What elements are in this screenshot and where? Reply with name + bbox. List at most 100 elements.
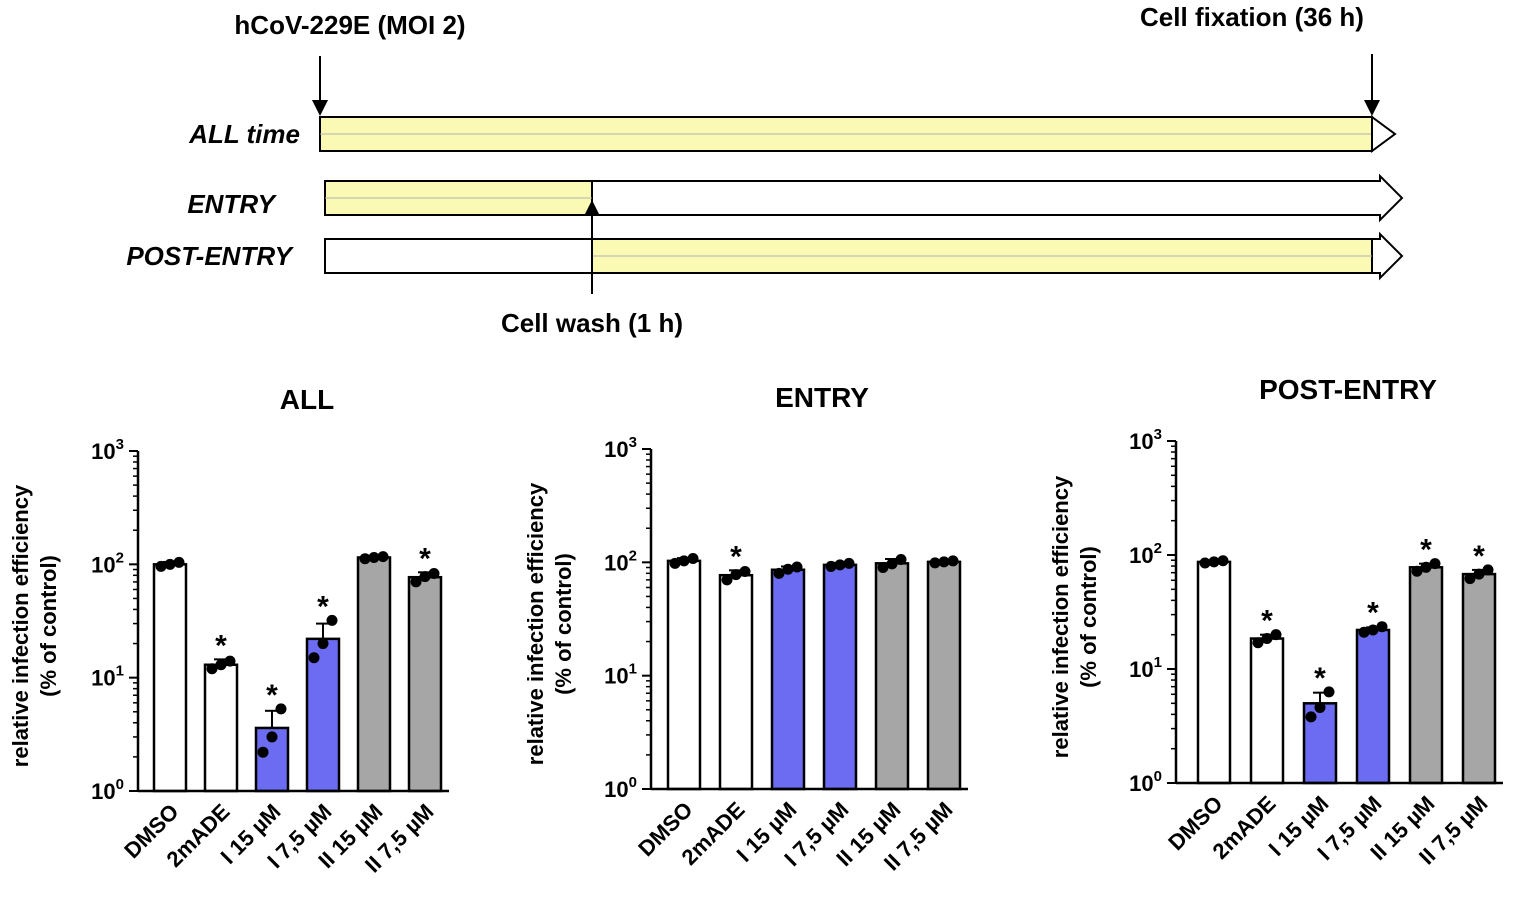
data-point xyxy=(1473,568,1485,580)
data-point xyxy=(1270,629,1282,641)
chart-title: ENTRY xyxy=(775,382,869,413)
bar xyxy=(305,637,341,793)
chart-title: POST-ENTRY xyxy=(1259,374,1437,405)
bar xyxy=(203,663,239,793)
significance-star: * xyxy=(1473,540,1485,573)
data-point xyxy=(1217,555,1229,567)
bar xyxy=(152,563,188,793)
bar xyxy=(874,562,910,791)
data-point xyxy=(1429,558,1441,570)
y-tick-label: 103 xyxy=(604,434,637,462)
data-point xyxy=(929,557,941,569)
chart-2: POST-ENTRY relative infection efficiency(… xyxy=(1048,374,1503,869)
bar xyxy=(770,568,806,791)
data-point xyxy=(428,568,440,580)
y-axis-label: relative infection efficiency xyxy=(523,482,548,765)
virus-label: hCoV-229E (MOI 2) xyxy=(234,10,465,40)
data-point xyxy=(782,563,794,575)
bar xyxy=(1461,572,1497,785)
data-point xyxy=(410,576,422,588)
data-point xyxy=(377,551,389,563)
data-point xyxy=(721,574,733,586)
data-point xyxy=(730,569,742,581)
data-point xyxy=(326,614,338,626)
data-point xyxy=(155,560,167,572)
y-tick-label: 102 xyxy=(1129,540,1162,568)
data-point xyxy=(368,551,380,563)
data-point xyxy=(947,555,959,567)
y-axis-label-units: (% of control) xyxy=(551,553,576,695)
bar xyxy=(1249,637,1285,785)
all-time-arrowhead xyxy=(1371,115,1397,153)
bar xyxy=(1355,628,1391,785)
data-point xyxy=(206,663,218,675)
data-point xyxy=(1482,564,1494,576)
y-axis-label: relative infection efficiency xyxy=(1048,475,1073,758)
fixation-label: Cell fixation (36 h) xyxy=(1140,2,1364,32)
data-point xyxy=(1323,686,1335,698)
timeline-diagram: hCoV-229E (MOI 2) Cell fixation (36 h) C… xyxy=(126,2,1404,338)
y-axis-label-units: (% of control) xyxy=(1076,546,1101,688)
data-point xyxy=(843,557,855,569)
significance-star: * xyxy=(317,590,329,623)
data-point xyxy=(678,555,690,567)
data-point xyxy=(1252,637,1264,649)
chart-title: ALL xyxy=(280,384,334,415)
data-point xyxy=(266,731,278,743)
data-point xyxy=(419,571,431,583)
significance-star: * xyxy=(215,629,227,662)
significance-star: * xyxy=(1367,597,1379,630)
data-point xyxy=(224,655,236,667)
data-point xyxy=(164,558,176,570)
data-point xyxy=(791,561,803,573)
bar xyxy=(407,575,443,793)
data-point xyxy=(834,559,846,571)
data-point xyxy=(317,638,329,650)
wash-arrow-head xyxy=(585,200,599,214)
y-tick-label: 100 xyxy=(91,776,124,804)
data-point xyxy=(1199,557,1211,569)
data-point xyxy=(1208,556,1220,568)
significance-star: * xyxy=(1261,605,1273,638)
y-tick-label: 101 xyxy=(1129,654,1162,682)
significance-star: * xyxy=(1420,534,1432,567)
data-point xyxy=(1464,573,1476,585)
y-tick-label: 101 xyxy=(91,663,124,691)
bar xyxy=(1196,560,1232,785)
data-point xyxy=(1376,621,1388,633)
significance-star: * xyxy=(1314,662,1326,695)
y-axis-label-units: (% of control) xyxy=(36,555,61,697)
data-point xyxy=(687,553,699,565)
data-point xyxy=(886,558,898,570)
fixation-arrow-head xyxy=(1364,100,1380,116)
bar xyxy=(666,559,702,791)
bar xyxy=(1408,566,1444,785)
data-point xyxy=(773,567,785,579)
row-label-entry: ENTRY xyxy=(187,189,277,219)
row-label-post-entry: POST-ENTRY xyxy=(126,241,294,271)
data-point xyxy=(1411,565,1423,577)
significance-star: * xyxy=(730,540,742,573)
data-point xyxy=(275,703,287,715)
data-point xyxy=(669,557,681,569)
data-point xyxy=(215,659,227,671)
bar xyxy=(822,563,858,791)
data-point xyxy=(173,556,185,568)
y-axis-label: relative infection efficiency xyxy=(8,484,33,767)
bar xyxy=(926,560,962,791)
y-tick-label: 100 xyxy=(604,774,637,802)
y-tick-label: 102 xyxy=(91,549,124,577)
y-tick-label: 102 xyxy=(604,547,637,575)
data-point xyxy=(359,553,371,565)
data-point xyxy=(877,562,889,574)
bar xyxy=(718,573,754,791)
data-point xyxy=(938,556,950,568)
data-point xyxy=(1305,711,1317,723)
data-point xyxy=(825,560,837,572)
bar xyxy=(356,556,392,793)
data-point xyxy=(257,746,269,758)
y-tick-label: 103 xyxy=(1129,426,1162,454)
data-point xyxy=(308,652,320,664)
